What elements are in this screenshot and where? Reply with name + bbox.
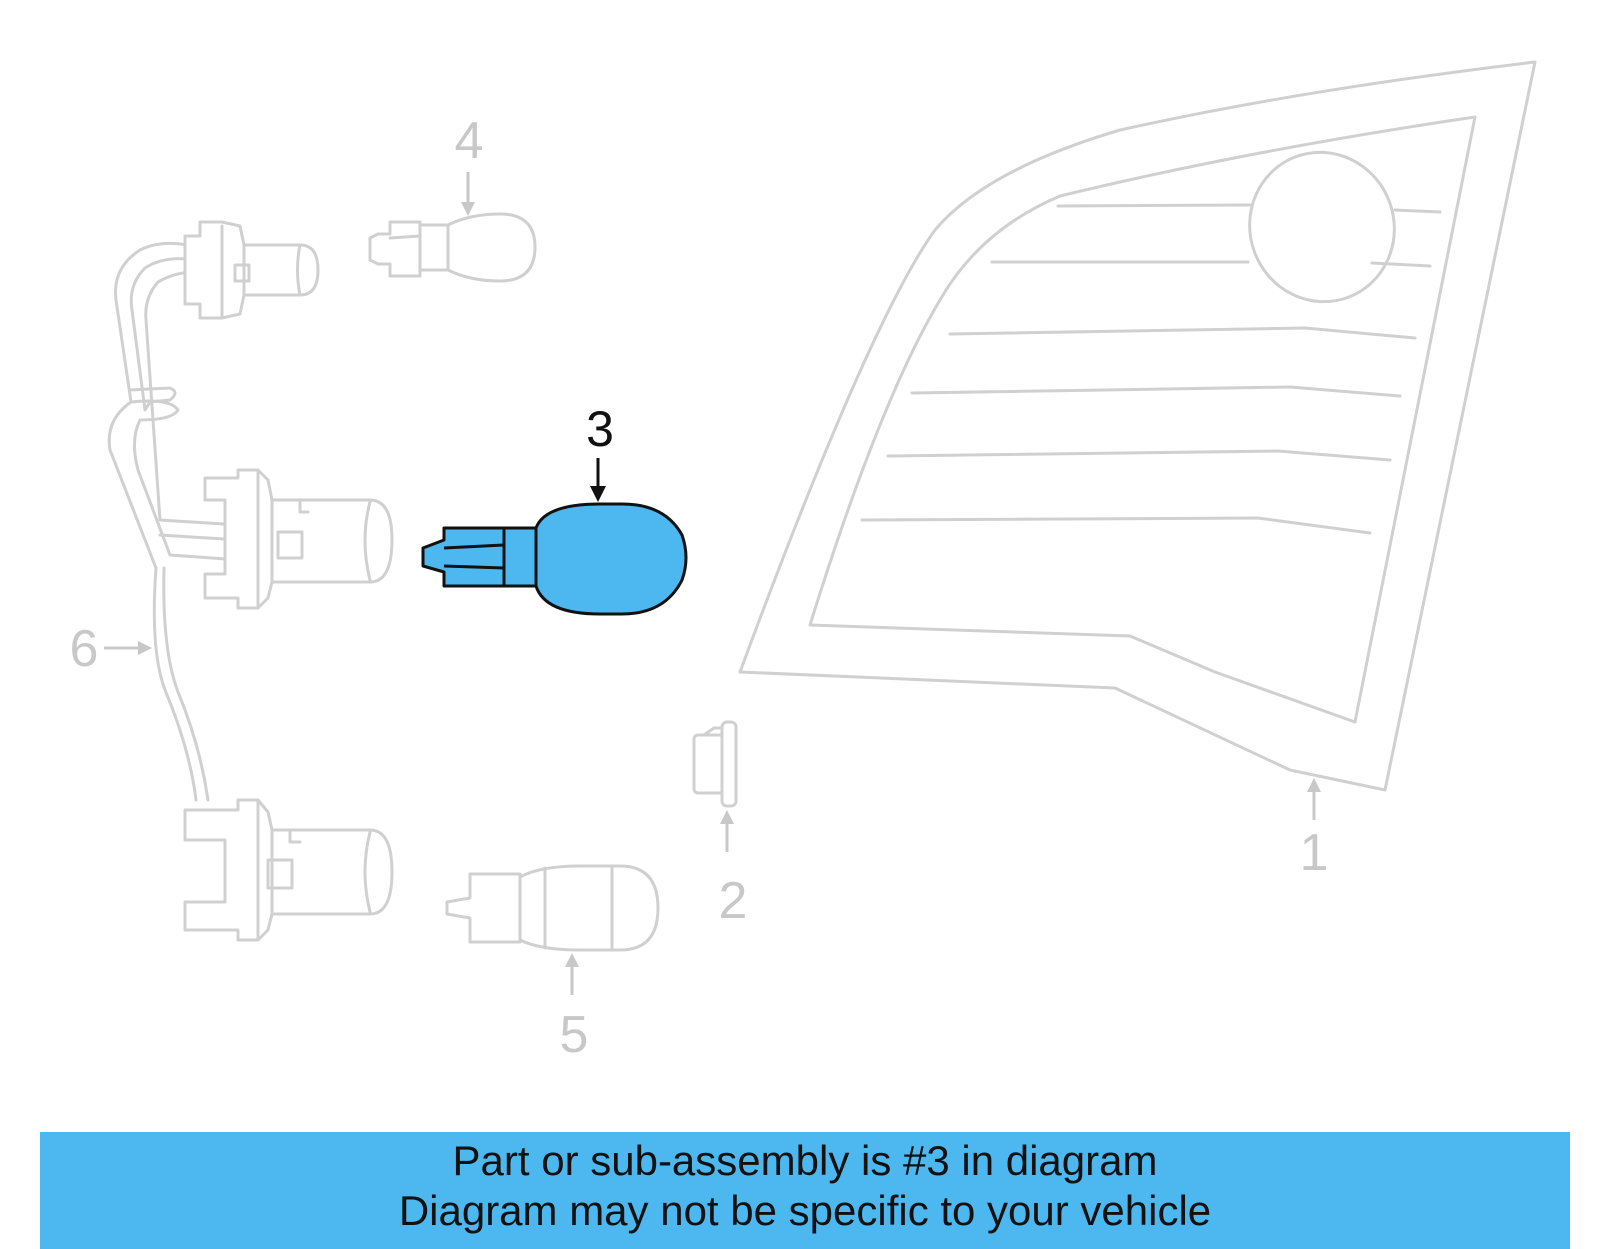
callout-label-2[interactable]: 2 [719,872,748,930]
callout-label-1[interactable]: 1 [1300,824,1329,882]
callout-arrow-2 [720,810,734,852]
banner-line-2: Diagram may not be specific to your vehi… [398,1187,1212,1234]
callout-arrow-6 [104,641,152,655]
callout-arrow-3 [590,458,606,502]
parts-diagram: 1 2 3 4 5 6 [70,60,1537,1064]
callout-label-3[interactable]: 3 [586,401,614,457]
part-5-bulb[interactable] [445,864,660,952]
callout-arrow-5 [565,953,579,995]
part-3-bulb-highlighted[interactable] [421,502,688,616]
part-1-lamp-housing[interactable] [738,60,1537,792]
info-banner: Part or sub-assembly is #3 in diagram Di… [40,1132,1570,1249]
banner-line-1: Part or sub-assembly is #3 in diagram [452,1137,1158,1184]
part-2-clip[interactable] [692,720,738,808]
callout-label-4[interactable]: 4 [455,112,484,170]
callout-arrow-1 [1307,778,1321,820]
callout-arrow-4 [461,172,475,216]
callout-label-5[interactable]: 5 [560,1006,589,1064]
part-6-harness[interactable] [107,220,394,942]
part-4-bulb[interactable] [368,212,537,283]
callout-label-6[interactable]: 6 [70,620,99,678]
